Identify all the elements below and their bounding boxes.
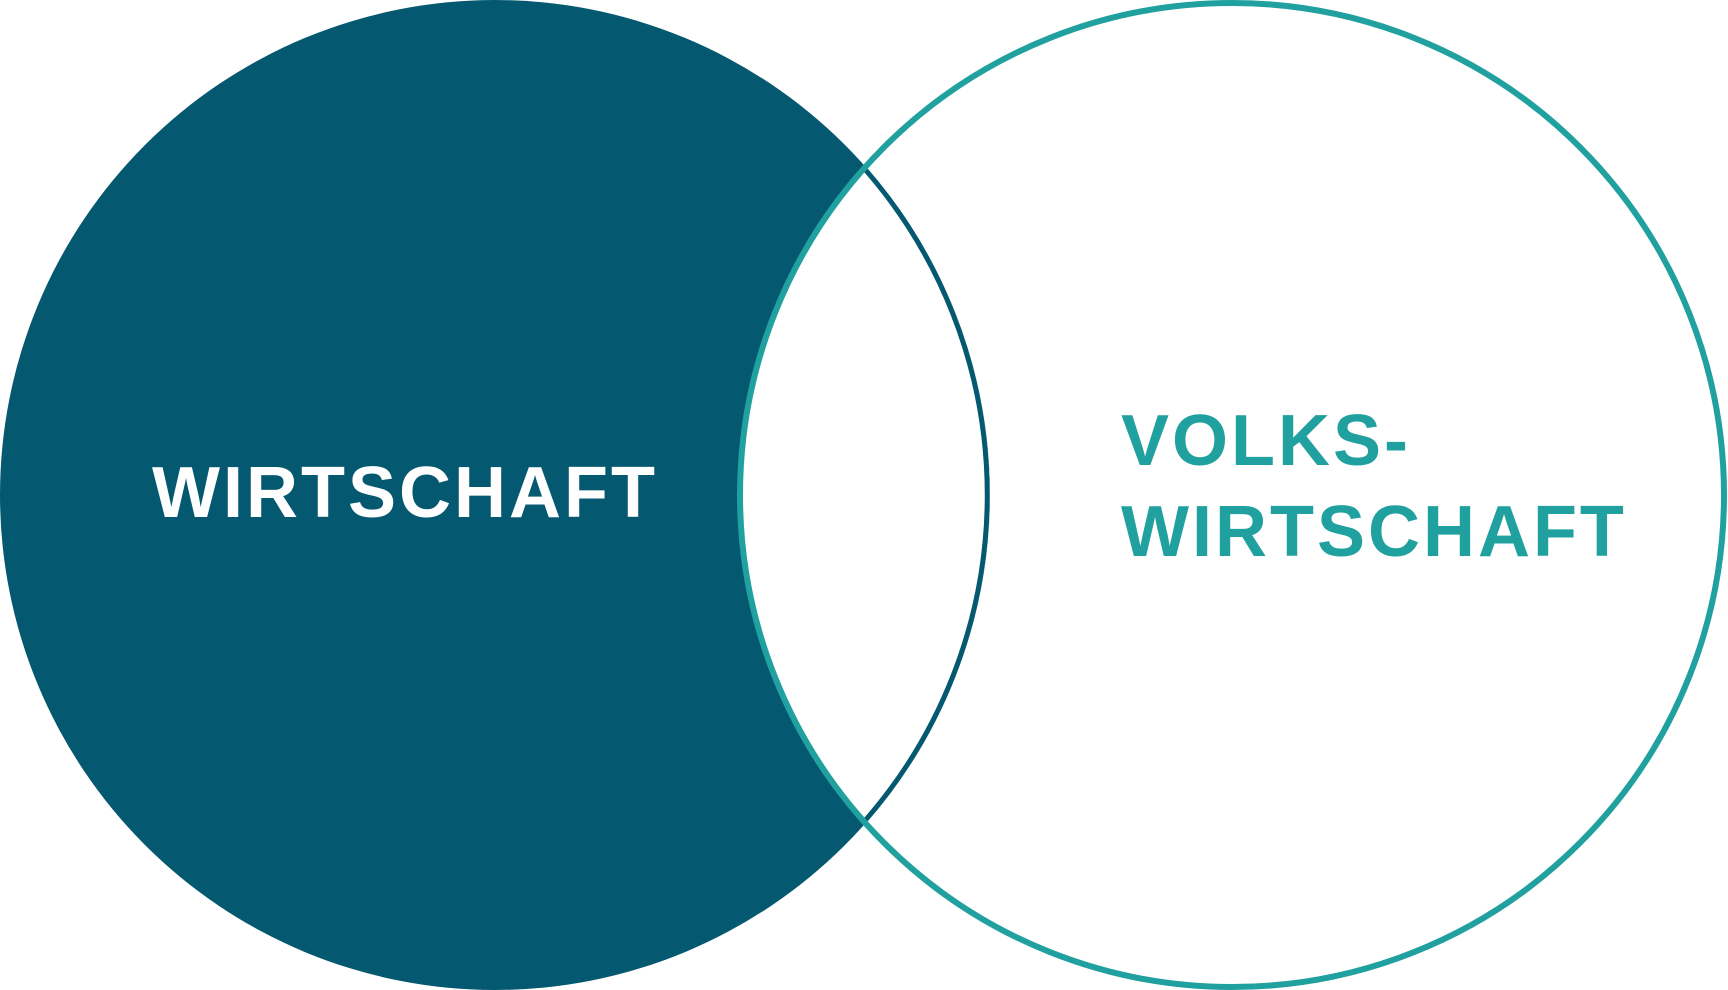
circle-wirtschaft	[0, 0, 990, 990]
label-volks: VOLKS-	[1121, 401, 1411, 481]
circle-volkswirtschaft	[737, 0, 1727, 990]
left-circle-arc-in-overlap	[861, 165, 990, 825]
label-wirtschaft: WIRTSCHAFT	[152, 453, 658, 533]
label-wirtschaft-second-line: WIRTSCHAFT	[1121, 492, 1627, 572]
